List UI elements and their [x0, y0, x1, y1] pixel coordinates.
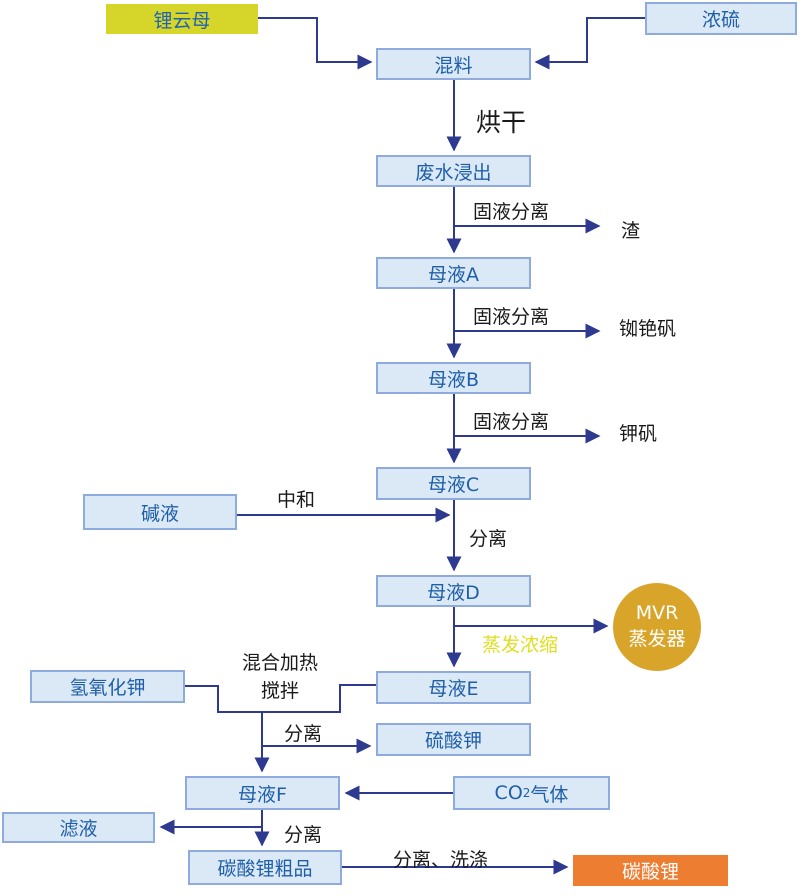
edge-label-rb-cs-alum: 铷铯矾 [619, 318, 677, 340]
edge-label-mix-heat-line1: 混合加热 [242, 652, 319, 674]
edge-koh-motherE-junction [185, 684, 376, 713]
mvr-label-line1: MVR [635, 602, 679, 625]
node-crude-lithium-carbonate: 碳酸锂粗品 [188, 850, 342, 885]
node-mother-liquor-c: 母液C [376, 467, 531, 500]
node-mother-liquor-f: 母液F [185, 776, 340, 810]
edge-label-separation-washing: 分离、洗涤 [393, 849, 489, 871]
node-mother-liquor-e: 母液E [376, 671, 531, 704]
node-mother-liquor-d: 母液D [376, 575, 531, 607]
node-lithium-carbonate: 碳酸锂 [573, 855, 728, 886]
co2-gas-subscript: 2 [522, 786, 531, 800]
node-mixing: 混料 [376, 48, 531, 80]
edge-label-mix-heat-line2: 搅拌 [261, 680, 300, 702]
node-mother-liquor-a: 母液A [376, 257, 531, 289]
edge-label-separation-crude: 分离 [284, 824, 323, 846]
node-conc-sulfuric: 浓硫 [645, 2, 797, 35]
node-potassium-sulfate: 硫酸钾 [376, 723, 531, 756]
mvr-label-line2: 蒸发器 [628, 628, 686, 650]
edge-label-separation-cd: 分离 [469, 528, 508, 550]
co2-gas-suffix: 气体 [530, 783, 569, 806]
edge-label-separation-k2so4: 分离 [284, 723, 323, 745]
edge-label-solid-liquid-sep-3: 固液分离 [473, 411, 550, 433]
edge-sulfuric-to-mixing [534, 17, 645, 70]
edge-label-solid-liquid-sep-1: 固液分离 [473, 201, 550, 223]
node-waste-water-leaching: 废水浸出 [376, 155, 531, 187]
node-mother-liquor-b: 母液B [376, 362, 531, 394]
edge-label-neutralization: 中和 [277, 489, 316, 511]
edge-label-drying: 烘干 [476, 108, 527, 137]
co2-gas-prefix: CO [494, 782, 523, 804]
edge-label-slag: 渣 [621, 220, 641, 242]
node-alkali-liquor: 碱液 [83, 494, 237, 530]
edge-label-evaporation-concentration: 蒸发浓缩 [482, 634, 559, 656]
node-filtrate: 滤液 [2, 812, 155, 843]
node-lepidolite: 锂云母 [106, 4, 258, 34]
node-mvr-evaporator: MVR 蒸发器 [613, 583, 701, 671]
edge-label-potassium-alum: 钾矾 [619, 423, 658, 445]
edge-lepidolite-to-mixing [258, 17, 373, 70]
edge-label-solid-liquid-sep-2: 固液分离 [473, 306, 550, 328]
node-potassium-hydroxide: 氢氧化钾 [30, 670, 185, 703]
